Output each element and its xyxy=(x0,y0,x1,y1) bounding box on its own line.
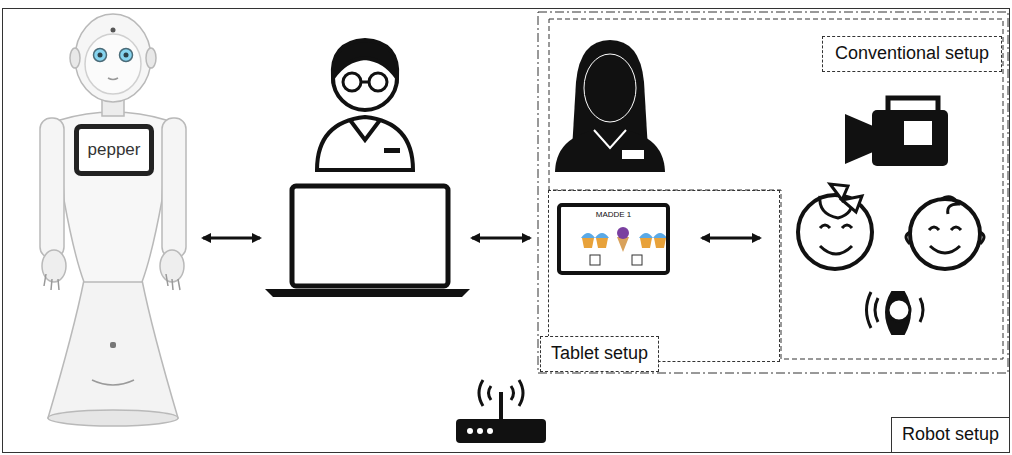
screen-title: MADDE 1 xyxy=(561,210,666,220)
screen-text: pepper xyxy=(88,140,141,160)
router-icon xyxy=(456,380,546,443)
operator-icon xyxy=(317,40,413,170)
double-arrows xyxy=(203,237,760,240)
conventional-setup-region: Conventional setup xyxy=(548,18,1004,360)
tablet-screen-icons xyxy=(581,227,667,265)
children-icon xyxy=(798,184,984,269)
region-label: Tablet setup xyxy=(540,336,659,372)
laptop-icon xyxy=(265,186,470,297)
tablet-device: MADDE 1 xyxy=(557,203,670,275)
robot-chest-screen: pepper xyxy=(74,124,154,176)
region-label: Robot setup xyxy=(891,417,1010,453)
region-label: Conventional setup xyxy=(822,36,1002,72)
pepper-robot xyxy=(40,14,186,426)
region-outline-path xyxy=(549,19,1003,359)
teacher-icon xyxy=(555,40,665,172)
tablet-setup-region: Tablet setupMADDE 1 xyxy=(548,190,780,362)
outer-region xyxy=(538,12,1008,373)
camera-icon xyxy=(845,98,948,166)
wearable-icon xyxy=(867,292,924,334)
robot-setup-frame: Robot setup pepper Conventional setupTable… xyxy=(2,8,1010,453)
